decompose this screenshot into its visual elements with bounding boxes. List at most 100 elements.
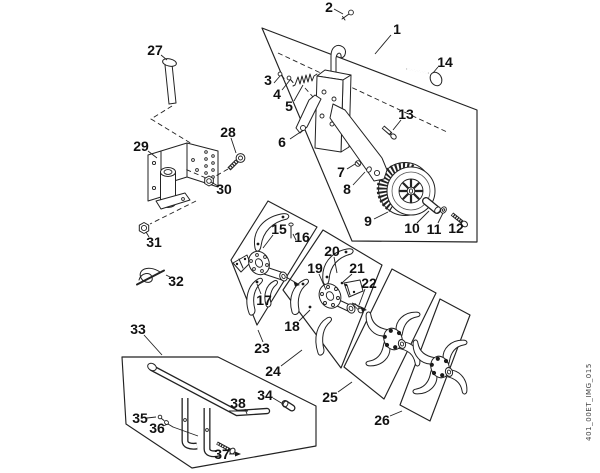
latch-hook bbox=[330, 44, 346, 74]
part-label-24: 24 bbox=[265, 363, 281, 379]
leader-line-29 bbox=[147, 150, 158, 159]
wheel-arm bbox=[329, 103, 388, 182]
pin-16 bbox=[288, 222, 294, 239]
part-label-16: 16 bbox=[294, 229, 310, 245]
support-arm-6 bbox=[295, 94, 322, 134]
leader-line-33 bbox=[143, 334, 163, 356]
part-label-13: 13 bbox=[398, 106, 414, 122]
hub-bolt bbox=[435, 356, 440, 361]
leader-line-24 bbox=[280, 349, 303, 367]
leader-line-31 bbox=[145, 231, 150, 238]
leader-line-9 bbox=[373, 211, 389, 220]
leader-line-1 bbox=[374, 34, 392, 55]
tine-blade-17 bbox=[246, 277, 263, 316]
leader-line-28 bbox=[230, 137, 237, 154]
part-label-5: 5 bbox=[285, 98, 293, 114]
part-label-33: 33 bbox=[130, 321, 146, 337]
panel-24-outline bbox=[282, 229, 383, 369]
leader-line-21 bbox=[342, 273, 353, 283]
part-label-25: 25 bbox=[322, 389, 338, 405]
leader-line-11 bbox=[437, 212, 444, 224]
pin-27 bbox=[150, 58, 198, 148]
part-label-1: 1 bbox=[393, 21, 401, 37]
leader-line-13 bbox=[392, 119, 402, 131]
part-label-26: 26 bbox=[374, 412, 390, 428]
leader-line-25 bbox=[337, 381, 353, 393]
leader-line-27 bbox=[160, 54, 168, 61]
leader-line-30 bbox=[210, 181, 219, 187]
part-label-20: 20 bbox=[324, 243, 340, 259]
part-label-19: 19 bbox=[307, 260, 323, 276]
axle-parts bbox=[422, 197, 468, 228]
hub-bolt bbox=[388, 328, 393, 333]
part-label-21: 21 bbox=[349, 260, 365, 276]
leader-line-4 bbox=[281, 79, 291, 91]
leader-line-34 bbox=[272, 397, 284, 405]
leader-line-32 bbox=[165, 274, 171, 278]
leader-line-18 bbox=[298, 309, 311, 322]
leader-line-17 bbox=[256, 283, 262, 295]
part-label-10: 10 bbox=[404, 220, 420, 236]
part-label-18: 18 bbox=[284, 318, 300, 334]
leader-line-36 bbox=[162, 423, 169, 427]
hub-bolt bbox=[382, 334, 387, 339]
screw-35 bbox=[157, 414, 165, 421]
part-label-17: 17 bbox=[256, 292, 272, 308]
screw-4 bbox=[286, 75, 294, 83]
tine-hub-23 bbox=[248, 250, 288, 282]
leader-line-3 bbox=[273, 75, 281, 84]
bracket-holes bbox=[191, 150, 215, 179]
part-label-30: 30 bbox=[216, 181, 232, 197]
leader-line-6 bbox=[289, 130, 303, 140]
part-label-34: 34 bbox=[257, 387, 273, 403]
part-label-8: 8 bbox=[343, 181, 351, 197]
hitch-bracket-29 bbox=[147, 142, 219, 225]
part-label-4: 4 bbox=[273, 86, 281, 102]
leader-line-8 bbox=[352, 171, 366, 186]
leader-line-19 bbox=[318, 273, 327, 291]
leader-line-35 bbox=[146, 416, 157, 419]
part-label-3: 3 bbox=[264, 72, 272, 88]
bolt-13 bbox=[381, 125, 397, 140]
leader-line-12 bbox=[459, 220, 464, 224]
part-label-12: 12 bbox=[448, 220, 464, 236]
part-label-27: 27 bbox=[147, 42, 163, 58]
leader-line-10 bbox=[416, 210, 430, 224]
washer-11 bbox=[440, 206, 447, 214]
hub-bolt bbox=[396, 330, 402, 336]
tine-set-24 bbox=[290, 248, 364, 356]
panel-26-outline bbox=[399, 298, 471, 422]
image-id-watermark: 401_00ET_IMG_015 bbox=[585, 363, 593, 441]
hub-bolt bbox=[443, 358, 449, 364]
hub-bolt bbox=[440, 373, 445, 378]
part-label-14: 14 bbox=[437, 54, 453, 70]
leader-line-22 bbox=[358, 288, 366, 306]
bracket-21 bbox=[340, 279, 364, 298]
leader-line-5 bbox=[293, 84, 304, 102]
leader-line-38 bbox=[244, 408, 248, 415]
part-label-23: 23 bbox=[254, 340, 270, 356]
nut-31 bbox=[138, 222, 150, 234]
leader-line-16 bbox=[292, 233, 297, 241]
screw-37 bbox=[216, 441, 236, 455]
part-label-11: 11 bbox=[427, 221, 442, 237]
nut-30 bbox=[204, 175, 214, 187]
tine-set-23 bbox=[232, 213, 294, 316]
tine-hub-19 bbox=[318, 283, 356, 314]
leader-arrowhead bbox=[235, 451, 241, 457]
leader-line-7 bbox=[346, 163, 356, 170]
hitch-pin-2 bbox=[341, 9, 354, 21]
leader-line-2 bbox=[333, 8, 344, 15]
bolt-28 bbox=[213, 153, 246, 178]
panel-23-outline bbox=[230, 200, 318, 326]
part-label-22: 22 bbox=[361, 275, 377, 291]
drag-bar-38 bbox=[147, 362, 271, 417]
assembled-tine-wheels bbox=[365, 311, 468, 395]
hub-bolt bbox=[429, 362, 434, 367]
leader-line-14 bbox=[432, 66, 439, 74]
panel-1-outline bbox=[261, 27, 478, 243]
r-clip-32 bbox=[136, 267, 165, 286]
tine-blade-18 bbox=[290, 278, 309, 315]
